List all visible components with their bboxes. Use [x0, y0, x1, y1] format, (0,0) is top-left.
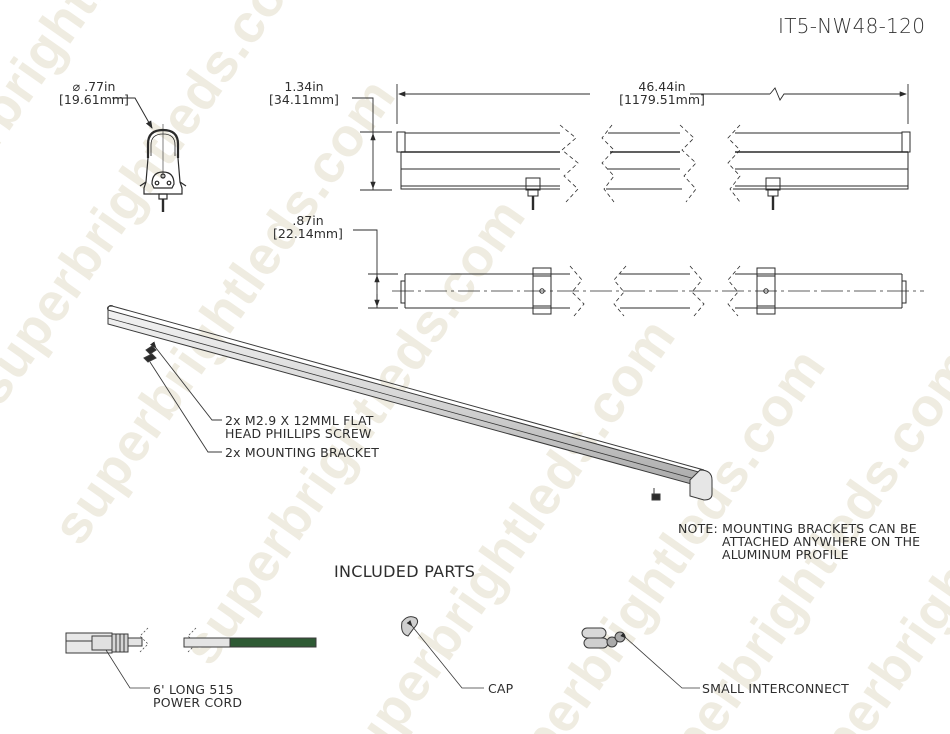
- part-number: IT5-NW48-120: [778, 14, 926, 38]
- interconnect-part: [581, 627, 700, 689]
- screw-callout-line1: 2x M2.9 X 12MML FLAT: [225, 413, 374, 428]
- overall-length-mm: [1179.51mm]: [619, 92, 705, 107]
- length-dimension: [396, 84, 909, 124]
- power-cord: [65, 627, 317, 689]
- mounting-note: NOTE: MOUNTING BRACKETS CAN BE ATTACHED …: [678, 522, 920, 561]
- tube-width-mm: [22.14mm]: [273, 226, 343, 241]
- profile-height-dimension: 1.34in [34.11mm]: [266, 80, 342, 106]
- diameter-symbol-icon: ⌀: [72, 79, 81, 94]
- cap-part: [401, 616, 484, 689]
- power-cord-label: 6' LONG 515 POWER CORD: [153, 683, 242, 709]
- bracket-callout: 2x MOUNTING BRACKET: [225, 445, 380, 460]
- interconnect-label: SMALL INTERCONNECT: [702, 681, 849, 696]
- power-cord-label-line2: POWER CORD: [153, 695, 243, 710]
- isometric-profile: [107, 305, 713, 501]
- cap-diameter-mm: [19.61mm]: [59, 92, 129, 107]
- cap-label: CAP: [488, 681, 514, 696]
- screw-callout: 2x M2.9 X 12MML FLAT HEAD PHILLIPS SCREW: [225, 414, 374, 440]
- end-view-cap: [112, 97, 187, 212]
- width-dimension: [353, 229, 398, 309]
- note-line3: ALUMINUM PROFILE: [722, 547, 849, 562]
- tube-width-dimension: .87in [22.14mm]: [270, 214, 346, 240]
- note-line2: ATTACHED ANYWHERE ON THE: [722, 534, 921, 549]
- profile-height-inches: 1.34in: [284, 79, 324, 94]
- cap-diameter-dimension: ⌀ .77in [19.61mm]: [54, 80, 134, 106]
- top-view-tube: [392, 265, 924, 317]
- tube-width-inches: .87in: [292, 213, 324, 228]
- side-view-profile: [396, 124, 911, 210]
- included-parts-heading: INCLUDED PARTS: [334, 562, 476, 581]
- power-cord-label-line1: 6' LONG 515: [153, 682, 234, 697]
- height-dimension: [352, 97, 392, 191]
- overall-length-inches: 46.44in: [638, 79, 686, 94]
- note-line1: NOTE: MOUNTING BRACKETS CAN BE: [678, 521, 917, 536]
- cap-diameter-inches: .77in: [84, 79, 116, 94]
- screw-callout-line2: HEAD PHILLIPS SCREW: [225, 426, 372, 441]
- profile-height-mm: [34.11mm]: [269, 92, 339, 107]
- overall-length-dimension: 46.44in [1179.51mm]: [614, 80, 710, 106]
